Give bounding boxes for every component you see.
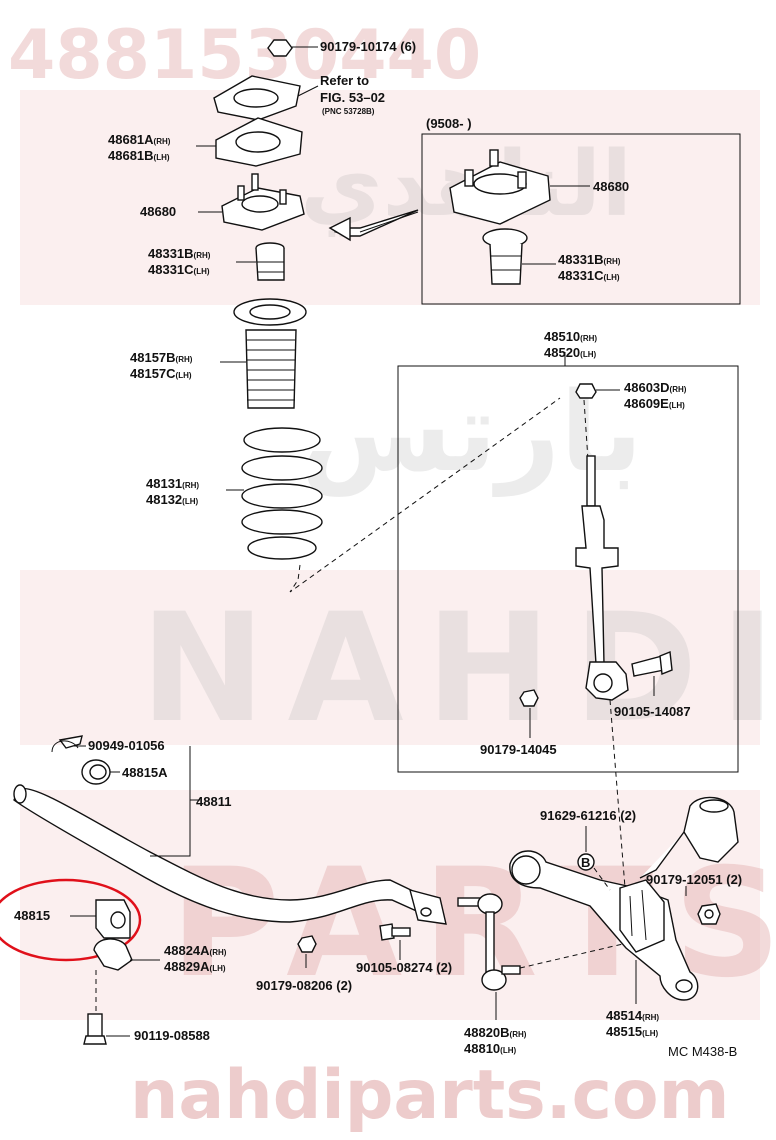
label-48331b-left: 48331B(RH) [148, 246, 211, 261]
label-48680-left: 48680 [140, 204, 176, 219]
label-nut-top: 90179-10174 (6) [320, 39, 416, 54]
label-48820b: 48820B(RH) [464, 1025, 527, 1040]
shock-rod [586, 455, 596, 507]
callout-b-circle [577, 853, 595, 871]
top-nut: 90179-10174 (6) [267, 39, 416, 57]
ref-line2: FIG. 53–02 [320, 90, 385, 105]
part-48157-boot: 48157B(RH) 48157C(LH) [130, 298, 307, 409]
label-90179-12051: 90179-12051 (2) [646, 872, 742, 887]
label-48331c-left: 48331C(LH) [148, 262, 210, 277]
callout-b: B [581, 855, 590, 870]
label-90179-14045: 90179-14045 [480, 742, 557, 757]
ref-line3: (PNC 53728B) [322, 107, 375, 116]
label-48131: 48131(RH) [146, 476, 199, 491]
label-48680-inset: 48680 [593, 179, 629, 194]
label-48815a: 48815A [122, 765, 168, 780]
label-48514: 48514(RH) [606, 1008, 659, 1023]
label-91629-61216: 91629-61216 (2) [540, 808, 636, 823]
shock-top-nut [575, 383, 597, 399]
highlight-circle [0, 878, 142, 962]
watermark-layer: 4881530440 الناهدي بارتس NAHDI PARTS nah… [8, 16, 776, 1135]
label-90949-01056: 90949-01056 [88, 738, 165, 753]
part-48514-lower-arm: B 91629-61216 (2) 90179-12051 (2) 48514(… [509, 796, 742, 1039]
label-48520: 48520(LH) [544, 345, 596, 360]
stabilizer-bar-group: 90949-01056 48815A 48811 48815 48824A(RH… [0, 735, 452, 1045]
part-48680-mount: 48680 [140, 173, 305, 231]
part-48681-washer: 48681A(RH) 48681B(LH) [108, 117, 303, 167]
part-48131-coil-spring: 48131(RH) 48132(LH) [146, 397, 561, 593]
ref-line1: Refer to [320, 73, 369, 88]
inset-panel: (9508- ) 48680 48331B(RH) 48331C(LH) [328, 116, 741, 305]
shock-lower-nut [519, 689, 539, 707]
shock-absorber-panel: 48510(RH) 48520(LH) 48603D(RH) 48609E(LH… [397, 329, 739, 901]
label-48609e: 48609E(LH) [624, 396, 685, 411]
label-48681b: 48681B(LH) [108, 148, 170, 163]
label-90179-08206: 90179-08206 (2) [256, 978, 352, 993]
watermark-nahdi: NAHDI [140, 582, 776, 756]
watermark-site: nahdiparts.com [130, 1056, 729, 1135]
label-90119-08588: 90119-08588 [134, 1028, 210, 1043]
diagram-code: MC M438-B [668, 1044, 737, 1059]
label-48331b-inset: 48331B(RH) [558, 252, 621, 267]
part-48331-bumpstop: 48331B(RH) 48331C(LH) [148, 242, 285, 281]
label-90105-08274: 90105-08274 (2) [356, 960, 452, 975]
label-48811: 48811 [196, 794, 231, 809]
label-48681a: 48681A(RH) [108, 132, 171, 147]
label-48331c-inset: 48331C(LH) [558, 268, 620, 283]
label-48510: 48510(RH) [544, 329, 597, 344]
label-48132: 48132(LH) [146, 492, 198, 507]
watermark-band-mid [20, 570, 760, 745]
label-48810: 48810(LH) [464, 1041, 516, 1056]
inset-range-label: (9508- ) [426, 116, 472, 131]
label-48515: 48515(LH) [606, 1024, 658, 1039]
watermark-band-top [20, 90, 760, 305]
label-90105-14087: 90105-14087 [614, 704, 691, 719]
label-48157b: 48157B(RH) [130, 350, 193, 365]
label-48824a: 48824A(RH) [164, 943, 227, 958]
label-48829a: 48829A(LH) [164, 959, 226, 974]
label-48603d: 48603D(RH) [624, 380, 687, 395]
label-48815: 48815 [14, 908, 50, 923]
part-48820b-link: 48820B(RH) 48810(LH) [457, 893, 641, 1056]
upper-seal-ring: Refer to FIG. 53–02 (PNC 53728B) [213, 73, 385, 121]
label-48157c: 48157C(LH) [130, 366, 192, 381]
shock-body [575, 505, 619, 665]
